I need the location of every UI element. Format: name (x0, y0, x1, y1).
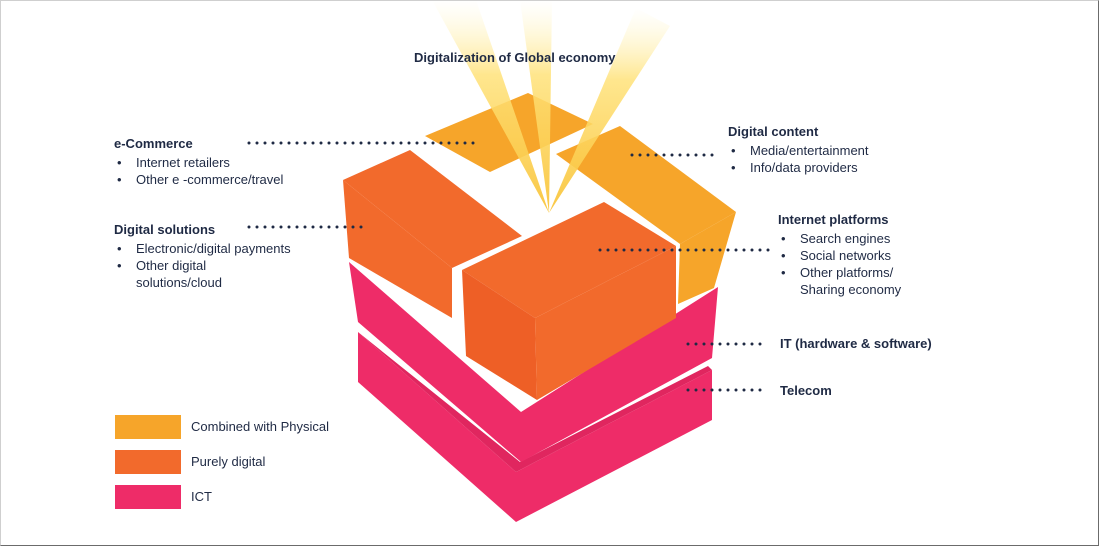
callout-internet-platforms-heading: Internet platforms (778, 212, 889, 227)
ict-layer-top (349, 262, 718, 462)
beam-left (432, 0, 549, 213)
callout-digital-content: Digital content Media/entertainment Info… (728, 123, 869, 176)
legend-swatch-digital (115, 450, 181, 474)
combined-right-side (678, 212, 736, 304)
callout-internet-platforms-item: Social networks (778, 247, 915, 264)
callout-digital-solutions-item: Electronic/digital payments (114, 240, 344, 257)
callout-digital-content-heading: Digital content (728, 124, 819, 139)
label-it: IT (hardware & software) (780, 336, 932, 351)
callout-ecommerce-item: Internet retailers (114, 154, 283, 171)
callout-internet-platforms: Internet platforms Search engines Social… (778, 211, 915, 298)
legend-label-combined: Combined with Physical (191, 419, 330, 434)
callout-internet-platforms-item: Other platforms/ Sharing economy (778, 264, 915, 298)
digital-center-top (462, 202, 676, 318)
digital-left-front (343, 180, 452, 318)
callout-digital-content-item: Media/entertainment (728, 142, 869, 159)
ict-bottom-left-face (358, 332, 516, 522)
ict-bottom-right-face (516, 370, 712, 522)
diagram-title: Digitalization of Global economy (414, 50, 616, 65)
legend-label-ict: ICT (191, 489, 212, 504)
callout-digital-solutions-heading: Digital solutions (114, 222, 216, 237)
label-telecom: Telecom (780, 383, 832, 398)
callout-ecommerce-heading: e-Commerce (114, 136, 193, 151)
legend-swatch-combined (115, 415, 181, 439)
leader-lines (247, 141, 772, 392)
callout-digital-solutions-item: Other digital solutions/cloud (114, 257, 256, 291)
digital-center-right (535, 246, 676, 400)
legend-label-digital: Purely digital (191, 454, 266, 469)
callout-ecommerce-item: Other e -commerce/travel (114, 171, 283, 188)
digital-left-top (343, 150, 522, 268)
light-beams (432, 0, 670, 213)
beam-center (520, 0, 552, 213)
digital-center-front (462, 270, 537, 400)
callout-internet-platforms-item: Search engines (778, 230, 915, 247)
callout-digital-solutions: Digital solutions Electronic/digital pay… (114, 221, 344, 291)
ict-bottom-top-face (358, 332, 712, 472)
ict-top-left-face (349, 262, 521, 462)
beam-right (549, 8, 670, 213)
combined-right-top (556, 126, 736, 244)
legend-swatch-ict (115, 485, 181, 509)
digital-blocks (343, 150, 676, 400)
ict-top-right-face (521, 287, 718, 462)
ict-layer-bottom (358, 332, 712, 522)
callout-ecommerce: e-Commerce Internet retailers Other e -c… (114, 135, 283, 188)
callout-digital-content-item: Info/data providers (728, 159, 869, 176)
